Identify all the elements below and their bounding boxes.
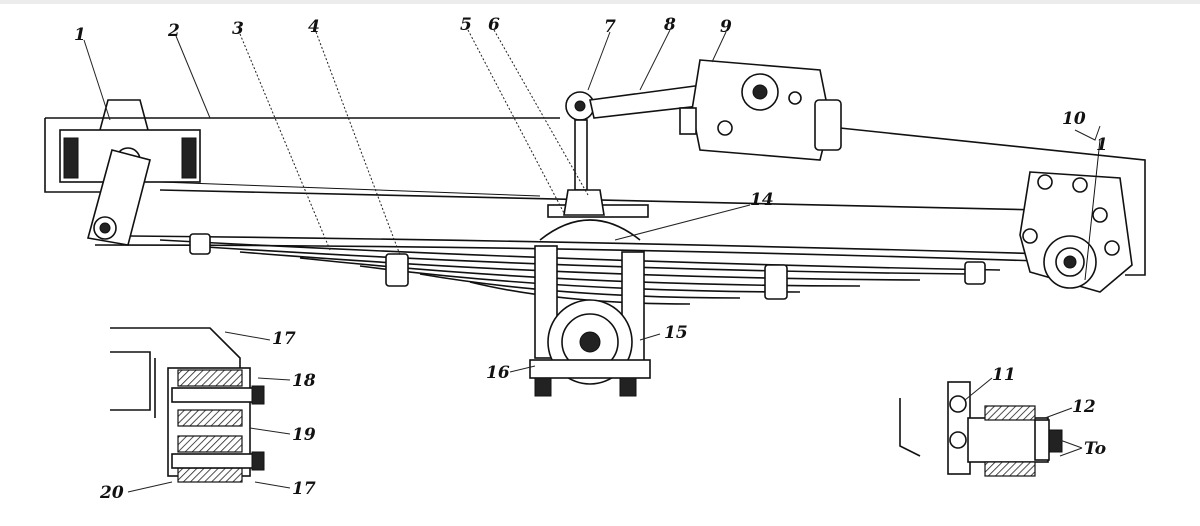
callout-1-right: 1 bbox=[1096, 135, 1108, 155]
leaf-spring bbox=[94, 233, 1071, 305]
front-bracket bbox=[59, 99, 201, 246]
callout-18: 18 bbox=[292, 371, 316, 391]
callout-20: 20 bbox=[99, 483, 124, 503]
rear-mount-detail bbox=[899, 381, 1063, 477]
callout-to: To bbox=[1084, 439, 1106, 459]
front-mount-detail bbox=[110, 327, 265, 483]
callout-19: 19 bbox=[292, 425, 316, 445]
top-bar bbox=[0, 0, 1200, 4]
callout-7: 7 bbox=[604, 17, 616, 37]
callout-17-bottom: 17 bbox=[292, 479, 316, 499]
leader-lines bbox=[83, 29, 1101, 493]
callout-2: 2 bbox=[167, 21, 180, 41]
shock-absorber bbox=[679, 59, 842, 161]
callout-10: 10 bbox=[1062, 109, 1086, 129]
callout-12: 12 bbox=[1072, 397, 1096, 417]
axle-assembly bbox=[529, 204, 651, 397]
callout-3: 3 bbox=[232, 19, 244, 39]
callout-5: 5 bbox=[460, 15, 472, 35]
callout-8: 8 bbox=[663, 15, 676, 35]
callout-11: 11 bbox=[992, 365, 1016, 385]
callout-17-top: 17 bbox=[272, 329, 296, 349]
callout-15: 15 bbox=[664, 323, 688, 343]
callout-1: 1 bbox=[74, 25, 86, 45]
rear-bracket bbox=[1019, 171, 1133, 293]
callout-4: 4 bbox=[308, 17, 320, 37]
callout-9: 9 bbox=[720, 17, 732, 37]
callout-16: 16 bbox=[486, 363, 510, 383]
callout-labels: 1 2 3 4 5 6 7 8 9 10 1 14 15 16 17 18 19… bbox=[74, 15, 1108, 503]
callout-6: 6 bbox=[488, 15, 500, 35]
callout-14: 14 bbox=[750, 190, 774, 210]
